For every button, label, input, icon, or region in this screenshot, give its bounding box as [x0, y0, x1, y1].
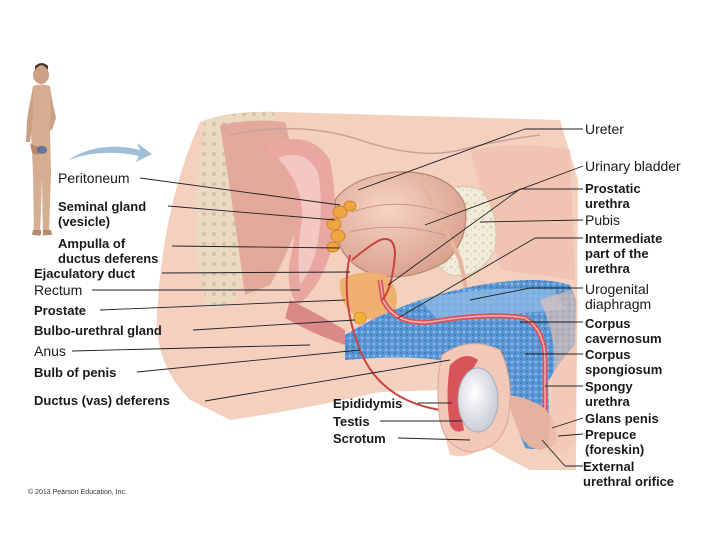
label-prepuce: Prepuce: [585, 427, 637, 442]
label-ureter: Ureter: [585, 121, 624, 137]
label-seminal-gland-vesicle: (vesicle): [58, 214, 111, 229]
label-intermediate-urethra-3: urethra: [585, 261, 630, 276]
copyright-notice: © 2013 Pearson Education, Inc.: [28, 489, 127, 496]
label-prostate: Prostate: [34, 303, 87, 318]
label-external-urethral-orifice: External: [583, 459, 635, 474]
label-ejaculatory-duct: Ejaculatory duct: [34, 266, 136, 281]
label-seminal-gland: Seminal gland: [58, 199, 147, 214]
label-bulbo-urethral-gland: Bulbo-urethral gland: [34, 323, 162, 338]
label-corpus-cavernosum: Corpus: [585, 316, 631, 331]
label-spongy-urethra-2: urethra: [585, 394, 630, 409]
label-glans-penis: Glans penis: [585, 411, 659, 426]
sagittal-section: [156, 111, 578, 470]
label-urogenital-diaphragm-2: diaphragm: [585, 296, 652, 312]
label-intermediate-urethra-2: part of the: [585, 246, 649, 261]
label-urogenital-diaphragm: Urogenital: [585, 281, 649, 297]
label-prostatic-urethra-2: urethra: [585, 196, 630, 211]
label-peritoneum: Peritoneum: [58, 170, 130, 186]
label-rectum: Rectum: [34, 282, 83, 298]
label-spongy-urethra: Spongy: [585, 379, 633, 394]
pointer-arrow-icon: [68, 143, 152, 162]
label-corpus-spongiosum-2: spongiosum: [585, 362, 663, 377]
label-anus: Anus: [34, 343, 66, 359]
label-scrotum: Scrotum: [333, 431, 386, 446]
label-bulb-of-penis: Bulb of penis: [34, 365, 117, 380]
human-figure-icon: [26, 63, 56, 236]
label-prepuce-foreskin: (foreskin): [585, 442, 645, 457]
label-intermediate-urethra: Intermediate: [585, 231, 663, 246]
label-urinary-bladder: Urinary bladder: [585, 158, 681, 174]
label-epididymis: Epididymis: [333, 396, 403, 411]
label-ampulla-ductus: ductus deferens: [58, 251, 159, 266]
label-external-urethral-orifice-2: urethral orifice: [583, 474, 675, 489]
label-prostatic-urethra: Prostatic: [585, 181, 641, 196]
label-testis: Testis: [333, 414, 370, 429]
leader-lines: [71, 128, 584, 467]
label-pubis: Pubis: [585, 212, 621, 228]
label-ductus-deferens: Ductus (vas) deferens: [34, 393, 170, 408]
label-ampulla: Ampulla of: [58, 236, 126, 251]
label-corpus-cavernosum-2: cavernosum: [585, 331, 662, 346]
label-corpus-spongiosum: Corpus: [585, 347, 631, 362]
